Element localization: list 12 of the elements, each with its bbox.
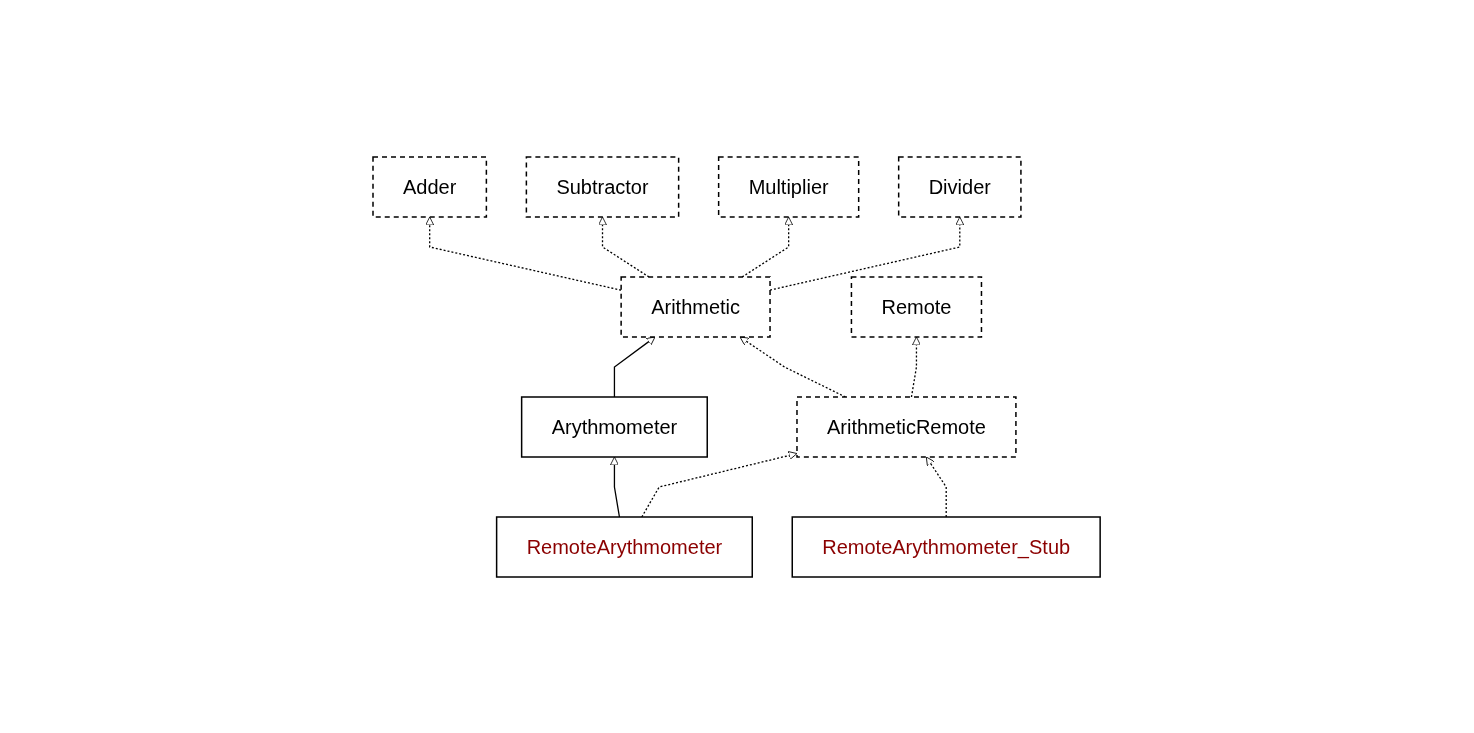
node-box: Divider <box>898 155 1023 218</box>
node-box: Multiplier <box>718 155 860 218</box>
node-box: RemoteArythmometer_Stub <box>791 515 1102 578</box>
node-box: Arithmetic <box>620 275 772 338</box>
arrow <box>614 336 656 398</box>
node-box: Adder <box>372 155 488 218</box>
node-box: Subtractor <box>526 155 680 218</box>
node-box: Remote <box>851 275 983 338</box>
node-box: Arythmometer <box>521 395 709 458</box>
arrow <box>610 456 621 518</box>
node-box: RemoteArythmometer <box>496 515 754 578</box>
node-box: ArithmeticRemote <box>796 395 1018 458</box>
